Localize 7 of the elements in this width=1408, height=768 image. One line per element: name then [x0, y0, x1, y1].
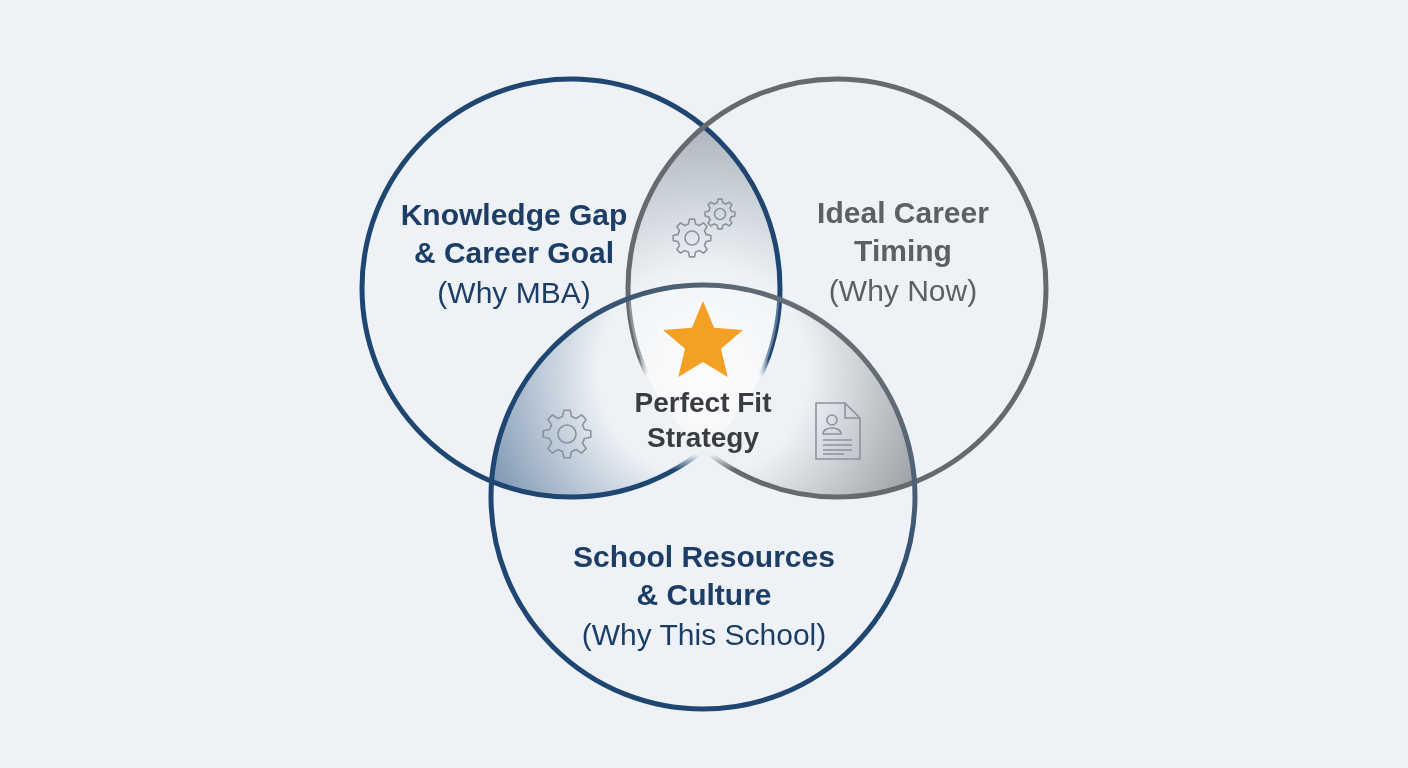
set-subtitle: (Why This School) [580, 617, 828, 653]
set-title: Ideal Career Timing [816, 195, 990, 269]
overlap-title: Perfect Fit Strategy [633, 386, 773, 455]
set-subtitle: (Why MBA) [436, 275, 592, 311]
set-subtitle: (Why Now) [827, 273, 979, 309]
set-title: Knowledge Gap & Career Goal [399, 197, 629, 271]
set-title: School Resources & Culture [572, 539, 836, 613]
